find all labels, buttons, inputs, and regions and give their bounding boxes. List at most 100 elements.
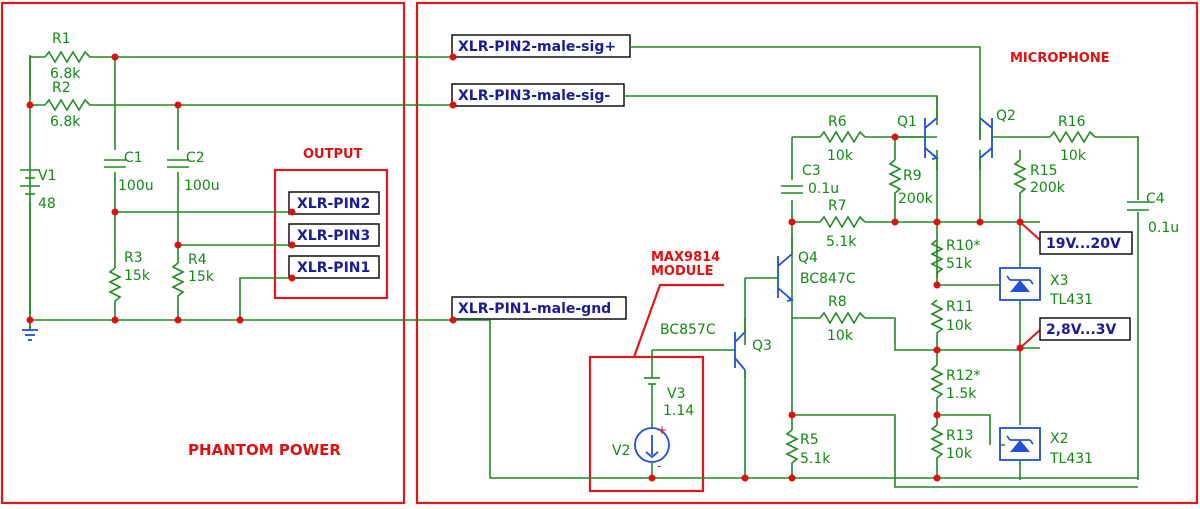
r3-value: 15k bbox=[124, 268, 151, 284]
r12-resistor: R12* 1.5k bbox=[930, 364, 981, 402]
phantom-power-frame bbox=[0, 1, 406, 505]
r7-value: 5.1k bbox=[826, 234, 857, 250]
output-frame bbox=[273, 168, 389, 300]
v1-name: V1 bbox=[38, 168, 56, 184]
xlr-gnd-connector: XLR-PIN1-male-gnd bbox=[451, 296, 627, 320]
r9-name: R9 bbox=[903, 168, 922, 184]
r12-name: R12* bbox=[946, 368, 981, 384]
q4-value: BC847C bbox=[800, 271, 856, 287]
x2-name: X2 bbox=[1050, 431, 1069, 447]
v3-name: V3 bbox=[667, 386, 685, 402]
r1-resistor: R1 6.8k bbox=[44, 31, 92, 82]
voltage-high-label: 19V...20V bbox=[1046, 236, 1121, 252]
v2-minus: - bbox=[657, 459, 661, 473]
q3-transistor: BC857C Q3 bbox=[660, 318, 772, 378]
c4-capacitor: C4 0.1u bbox=[1127, 191, 1179, 236]
r12-value: 1.5k bbox=[946, 386, 977, 402]
r4-name: R4 bbox=[188, 252, 207, 268]
microphone-frame bbox=[415, 1, 1199, 505]
output-pin2-connector: XLR-PIN2 bbox=[288, 191, 380, 215]
r4-resistor: R4 15k bbox=[171, 252, 215, 302]
module-pointer bbox=[632, 283, 724, 358]
r1-value: 6.8k bbox=[50, 66, 81, 82]
q1-name: Q1 bbox=[897, 114, 917, 130]
r8-name: R8 bbox=[828, 294, 847, 310]
r10-value: 51k bbox=[946, 256, 973, 272]
output-pin1-label: XLR-PIN1 bbox=[297, 260, 370, 276]
microphone-title: MICROPHONE bbox=[1010, 51, 1110, 66]
v2-source: + - V2 bbox=[612, 423, 670, 478]
xlr-sig-minus-label: XLR-PIN3-male-sig- bbox=[458, 88, 610, 104]
x3-value: TL431 bbox=[1049, 292, 1093, 308]
r3-name: R3 bbox=[124, 250, 143, 266]
q4-transistor: Q4 BC847C bbox=[765, 222, 856, 302]
r16-resistor: R16 10k bbox=[1049, 114, 1096, 164]
r4-value: 15k bbox=[188, 269, 215, 285]
c3-value: 0.1u bbox=[808, 181, 839, 197]
c2-value: 100u bbox=[184, 178, 220, 194]
r13-name: R13 bbox=[946, 428, 974, 444]
r9-resistor: R9 200k bbox=[888, 159, 934, 207]
c2-capacitor: C2 100u bbox=[167, 150, 220, 194]
c1-name: C1 bbox=[124, 150, 143, 166]
r6-value: 10k bbox=[827, 148, 854, 164]
r2-resistor: R2 6.8k bbox=[44, 80, 92, 130]
r16-value: 10k bbox=[1060, 148, 1087, 164]
xlr-sig-minus-connector: XLR-PIN3-male-sig- bbox=[451, 83, 625, 107]
r6-name: R6 bbox=[828, 114, 847, 130]
r10-name: R10* bbox=[946, 238, 981, 254]
r10-resistor: R10* 51k bbox=[930, 238, 981, 278]
c1-capacitor: C1 100u bbox=[104, 150, 154, 194]
r5-value: 5.1k bbox=[800, 451, 831, 467]
r7-resistor: R7 5.1k bbox=[819, 198, 866, 250]
r8-resistor: R8 10k bbox=[819, 294, 866, 344]
q2-transistor: Q2 bbox=[979, 108, 1016, 170]
r11-resistor: R11 10k bbox=[930, 299, 974, 338]
q1-transistor: Q1 bbox=[895, 96, 940, 170]
r5-resistor: R5 5.1k bbox=[785, 429, 831, 467]
c2-name: C2 bbox=[186, 150, 205, 166]
r5-name: R5 bbox=[800, 432, 819, 448]
q3-value: BC857C bbox=[660, 322, 716, 338]
r8-value: 10k bbox=[827, 328, 854, 344]
c4-name: C4 bbox=[1146, 191, 1165, 207]
q3-name: Q3 bbox=[752, 338, 772, 354]
r15-name: R15 bbox=[1030, 163, 1058, 179]
v3-value: 1.14 bbox=[663, 403, 694, 419]
junction-dots bbox=[26, 53, 1024, 482]
xlr-sig-plus-connector: XLR-PIN2-male-sig+ bbox=[451, 34, 631, 58]
x3-name: X3 bbox=[1050, 273, 1069, 289]
r6-resistor: R6 10k bbox=[819, 114, 866, 164]
r1-name: R1 bbox=[52, 31, 71, 47]
xlr-gnd-label: XLR-PIN1-male-gnd bbox=[458, 301, 611, 317]
x2-value: TL431 bbox=[1049, 451, 1093, 467]
c3-name: C3 bbox=[802, 163, 821, 179]
c4-value: 0.1u bbox=[1148, 220, 1179, 236]
output-title: OUTPUT bbox=[303, 147, 363, 162]
ground-symbol bbox=[22, 320, 38, 341]
v2-plus: + bbox=[657, 423, 667, 437]
xlr-sig-plus-label: XLR-PIN2-male-sig+ bbox=[458, 39, 616, 55]
v3-source: V3 1.14 bbox=[644, 377, 694, 428]
voltage-low-tag: 2,8V...3V bbox=[1019, 317, 1131, 349]
r9-value: 200k bbox=[898, 191, 934, 207]
r15-value: 200k bbox=[1030, 180, 1066, 196]
v1-value: 48 bbox=[38, 196, 56, 212]
max9814-title-1: MAX9814 bbox=[651, 250, 720, 265]
r2-name: R2 bbox=[52, 80, 71, 96]
r11-name: R11 bbox=[946, 299, 974, 315]
q4-name: Q4 bbox=[798, 250, 818, 266]
output-pin3-label: XLR-PIN3 bbox=[297, 228, 370, 244]
c1-value: 100u bbox=[118, 178, 154, 194]
voltage-low-label: 2,8V...3V bbox=[1046, 322, 1117, 338]
c3-capacitor: C3 0.1u bbox=[781, 163, 839, 197]
max9814-title-2: MODULE bbox=[651, 264, 714, 279]
x3-shunt-regulator: X3 TL431 bbox=[999, 267, 1093, 308]
x2-shunt-regulator: X2 TL431 bbox=[999, 427, 1093, 467]
r15-resistor: R15 200k bbox=[1013, 159, 1066, 198]
r11-value: 10k bbox=[946, 318, 973, 334]
phantom-power-title: PHANTOM POWER bbox=[188, 441, 341, 459]
output-pin1-connector: XLR-PIN1 bbox=[288, 255, 380, 279]
r13-value: 10k bbox=[946, 446, 973, 462]
